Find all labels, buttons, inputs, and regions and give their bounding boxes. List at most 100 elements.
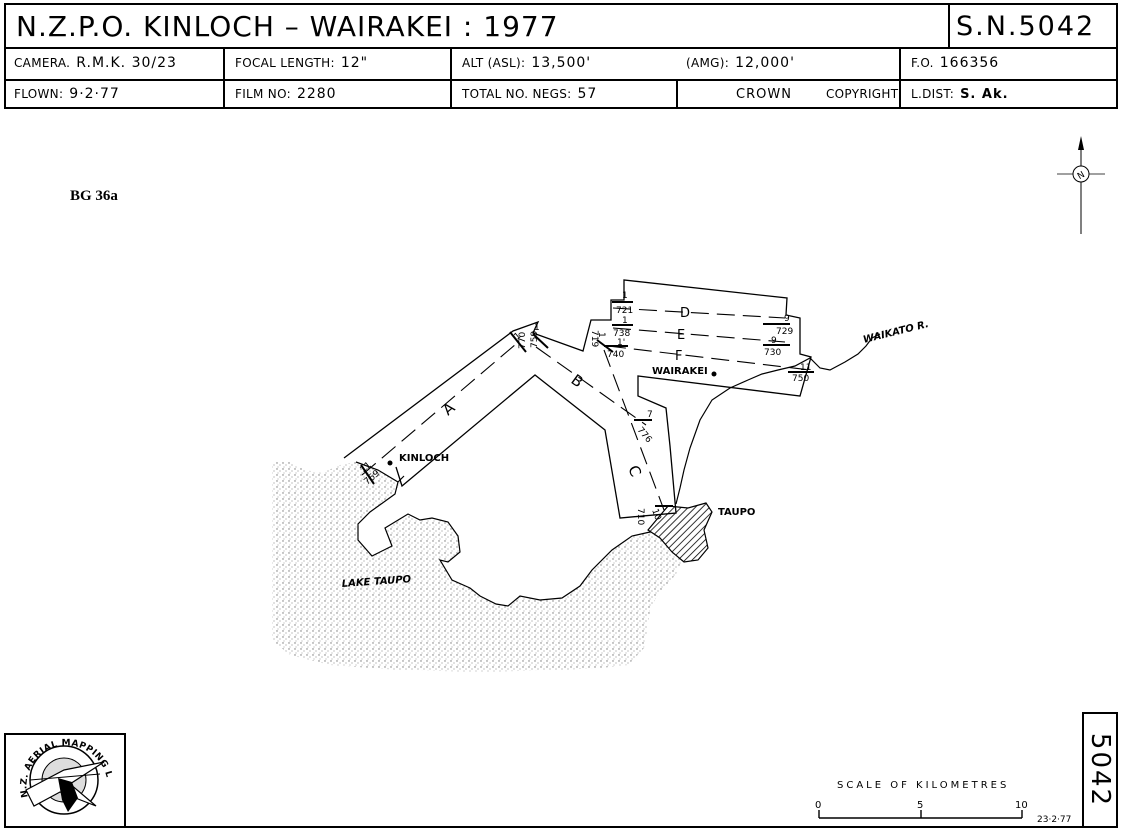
run-a-end-tick [509, 331, 527, 353]
lake-taupo-water [272, 462, 683, 672]
negs-value: 57 [577, 86, 598, 102]
run-a-end-num: 1 [513, 331, 524, 342]
film-label: FILM NO: [235, 87, 291, 101]
focal-label: FOCAL LENGTH: [235, 56, 335, 70]
run-c-start-num: 1 [596, 332, 606, 338]
copyright-cell: CROWN COPYRIGHT [676, 79, 899, 109]
run-e-line [612, 327, 786, 343]
camera-label: CAMERA. [14, 56, 71, 70]
aerial-mapping-logo-icon [25, 745, 105, 815]
svg-text:N: N [1076, 170, 1087, 182]
alt-amg-label: (AMG): [686, 56, 730, 70]
ldist-cell: L.DIST: S. Ak. [899, 79, 1120, 109]
crown-label: CROWN [736, 86, 792, 102]
waikato-river-label: WAIKATO R. [862, 319, 930, 346]
ldist-value: S. Ak. [960, 86, 1009, 102]
negs-cell: TOTAL NO. NEGS: 57 [450, 79, 676, 109]
scale-date: 23·2·77 [1037, 815, 1072, 825]
flight-area-boundary [343, 279, 812, 519]
run-d-start-neg: 721 [616, 306, 633, 316]
run-b-start-tick [532, 333, 549, 349]
fo-value: 166356 [939, 55, 1000, 71]
taupo-label: TAUPO [718, 507, 755, 518]
scale-bar [818, 810, 1023, 819]
run-a-end-neg: 759 [530, 331, 540, 348]
scale-title: SCALE OF KILOMETRES [837, 780, 1010, 791]
run-f-letter: F [675, 349, 682, 364]
logo-text: N.Z. AERIAL MAPPING LTD [6, 735, 113, 798]
sheet-number-box: 5042 [1082, 712, 1118, 828]
run-b-start-num: 1 [534, 323, 540, 333]
header-table: N.Z.P.O. KINLOCH – WAIRAKEI : 1977 S.N.5… [4, 3, 1118, 109]
scale-tick-10: 10 [1015, 800, 1028, 811]
lake-shoreline [355, 461, 665, 607]
run-e-end-num: 9 [771, 336, 777, 346]
fo-label: F.O. [911, 56, 934, 70]
wairakei-marker [711, 371, 717, 377]
fo-cell: F.O. 166356 [899, 47, 1120, 79]
waikato-river [675, 333, 881, 505]
north-arrow-icon: N [1057, 136, 1105, 234]
kinloch-marker [387, 460, 393, 466]
run-d-end-neg: 729 [776, 327, 793, 337]
alt-asl-cell: ALT (ASL): 13,500' [450, 47, 676, 79]
flown-cell: FLOWN: 9·2·77 [6, 79, 223, 109]
run-c-end-num: 10 [649, 508, 662, 522]
run-a-letter: A [439, 398, 459, 419]
focal-value: 12" [340, 55, 369, 71]
run-f-start-neg: 740 [607, 350, 624, 360]
scale-tick-0: 0 [815, 800, 822, 811]
alt-asl-value: 13,500' [531, 55, 592, 71]
negs-label: TOTAL NO. NEGS: [462, 87, 572, 101]
scale-tick-5: 5 [917, 800, 924, 811]
run-e-start-num: 1 [622, 316, 628, 326]
run-f-line [607, 345, 811, 371]
run-f-start-num: 1' [617, 338, 625, 348]
sheet-number-label: S.N.5042 [948, 5, 1118, 47]
run-c-line [603, 349, 665, 511]
alt-amg-value: 12,000' [735, 55, 795, 71]
run-c-end-neg: 710 [635, 508, 645, 525]
alt-amg-cell: (AMG): 12,000' [686, 47, 901, 79]
run-d-line [612, 307, 786, 319]
run-a-line [361, 343, 517, 476]
header-row-flight: FLOWN: 9·2·77 FILM NO: 2280 TOTAL NO. NE… [6, 79, 1116, 109]
bottom-border [126, 826, 1082, 828]
run-b-end-neg: 776 [635, 426, 654, 446]
run-b-line [535, 346, 647, 426]
copyright-label: COPYRIGHT [826, 87, 899, 101]
film-cell: FILM NO: 2280 [223, 79, 450, 109]
svg-text:N.Z. AERIAL MAPPING LTD: N.Z. AERIAL MAPPING LTD [6, 735, 114, 798]
header-row-title: N.Z.P.O. KINLOCH – WAIRAKEI : 1977 S.N.5… [6, 5, 1116, 49]
run-d-start-num: 1 [622, 291, 628, 301]
run-e-letter: E [677, 328, 685, 343]
run-e-start-neg: 738 [613, 329, 630, 339]
camera-value: R.M.K. 30/23 [76, 55, 177, 71]
kinloch-label: KINLOCH [399, 453, 449, 464]
ldist-label: L.DIST: [911, 87, 955, 101]
logo-box: N.Z. AERIAL MAPPING LTD [4, 733, 126, 828]
sheet-number-vertical: 5042 [1085, 732, 1115, 808]
camera-cell: CAMERA. R.M.K. 30/23 [6, 47, 223, 79]
map-title: N.Z.P.O. KINLOCH – WAIRAKEI : 1977 [16, 9, 559, 43]
run-b-start-neg: 770 [518, 332, 528, 349]
flown-label: FLOWN: [14, 87, 64, 101]
run-f-end-neg: 750 [792, 374, 809, 384]
run-c-letter: C [624, 463, 645, 479]
lake-taupo-label: LAKE TAUPO [341, 574, 412, 590]
run-b-end-num: 7 [647, 410, 653, 420]
run-e-end-neg: 730 [764, 348, 781, 358]
run-f-end-num: 11 [800, 363, 811, 373]
focal-cell: FOCAL LENGTH: 12" [223, 47, 450, 79]
run-d-end-num: 9 [784, 314, 790, 324]
flown-value: 9·2·77 [69, 86, 120, 102]
alt-asl-label: ALT (ASL): [462, 56, 526, 70]
run-c-start-neg: 719 [589, 330, 599, 347]
wairakei-label: WAIRAKEI [652, 366, 708, 377]
series-label: BG 36a [70, 188, 118, 204]
header-row-specs: CAMERA. R.M.K. 30/23 FOCAL LENGTH: 12" A… [6, 47, 1116, 81]
logo-text-arc: N.Z. AERIAL MAPPING LTD [6, 735, 114, 798]
run-d-letter: D [680, 306, 690, 321]
taupo-township [647, 502, 713, 563]
